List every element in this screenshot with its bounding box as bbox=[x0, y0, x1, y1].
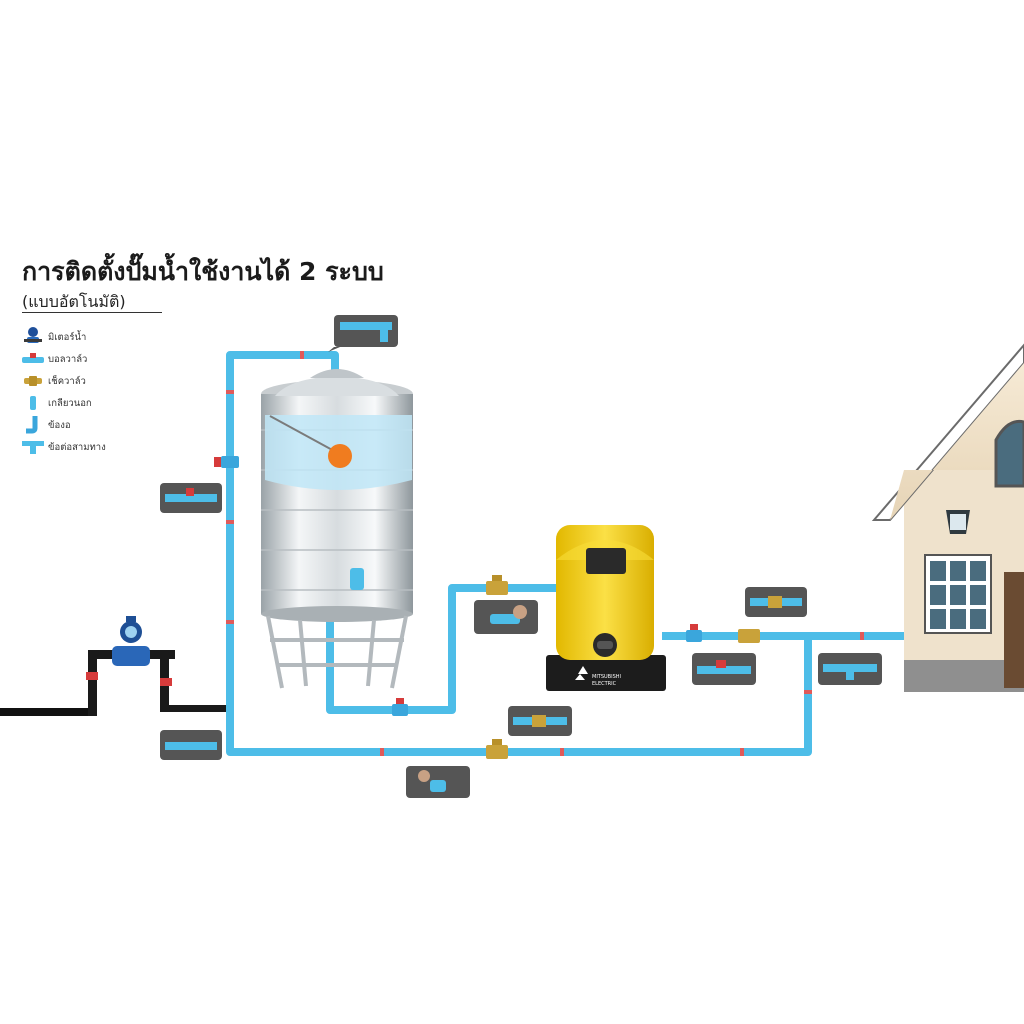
legend-label: ข้อต่อสามทาง bbox=[48, 441, 106, 453]
water-meter-icon bbox=[22, 327, 44, 347]
callout-photo-ball-valve-outlet bbox=[692, 653, 756, 685]
callout-photo-thread bbox=[406, 766, 470, 798]
page-subtitle: (แบบอัตโนมัติ) bbox=[22, 292, 126, 311]
water-meter bbox=[112, 616, 150, 666]
legend-label: เกลียวนอก bbox=[48, 397, 92, 409]
callout-photo-check-valve-outlet bbox=[745, 587, 807, 617]
pump-brand-text: MITSUBISHI bbox=[592, 674, 621, 680]
legend-label: บอลวาล์ว bbox=[48, 353, 88, 365]
elbow-icon bbox=[22, 415, 44, 435]
check-valve-icon bbox=[22, 371, 44, 391]
legend: มิเตอร์น้ำ บอลวาล์ว เช็ควาล์ว เกลียวนอก … bbox=[22, 326, 106, 458]
callout-photo-elbow-bottom bbox=[160, 730, 222, 760]
legend-item-tee: ข้อต่อสามทาง bbox=[22, 436, 106, 458]
main-supply-pipe bbox=[0, 650, 230, 716]
callout-photo-tee bbox=[818, 653, 882, 685]
male-thread-icon bbox=[22, 393, 44, 413]
water-pump: MITSUBISHI ELECTRIC bbox=[546, 525, 666, 691]
legend-item-water-meter: มิเตอร์น้ำ bbox=[22, 326, 106, 348]
house bbox=[871, 343, 1024, 692]
legend-item-male-thread: เกลียวนอก bbox=[22, 392, 106, 414]
legend-label: เช็ควาล์ว bbox=[48, 375, 86, 387]
tee-icon bbox=[22, 437, 44, 457]
title-underline bbox=[22, 312, 162, 313]
legend-label: มิเตอร์น้ำ bbox=[48, 331, 87, 343]
pipe-joint-marks bbox=[226, 351, 864, 756]
callout-photo-elbow-top bbox=[328, 315, 398, 352]
callout-photo-check-valve-bypass bbox=[508, 706, 572, 736]
callout-photo-check-valve-tank bbox=[474, 600, 538, 634]
legend-label: ข้องอ bbox=[48, 419, 71, 431]
check-valve bbox=[738, 629, 760, 643]
ball-valve bbox=[686, 624, 702, 642]
ball-valve bbox=[392, 698, 408, 716]
ball-valve-icon bbox=[22, 349, 44, 369]
check-valve bbox=[486, 739, 508, 759]
callout-photo-ball-valve bbox=[160, 483, 222, 513]
pump-brand-text: ELECTRIC bbox=[592, 681, 617, 687]
ball-valve bbox=[214, 456, 239, 468]
check-valve bbox=[486, 575, 508, 595]
page-title: การติดตั้งปั๊มน้ำใช้งานได้ 2 ระบบ bbox=[22, 257, 384, 286]
legend-item-ball-valve: บอลวาล์ว bbox=[22, 348, 106, 370]
legend-item-check-valve: เช็ควาล์ว bbox=[22, 370, 106, 392]
legend-item-elbow: ข้องอ bbox=[22, 414, 106, 436]
stainless-water-tank bbox=[261, 369, 413, 689]
